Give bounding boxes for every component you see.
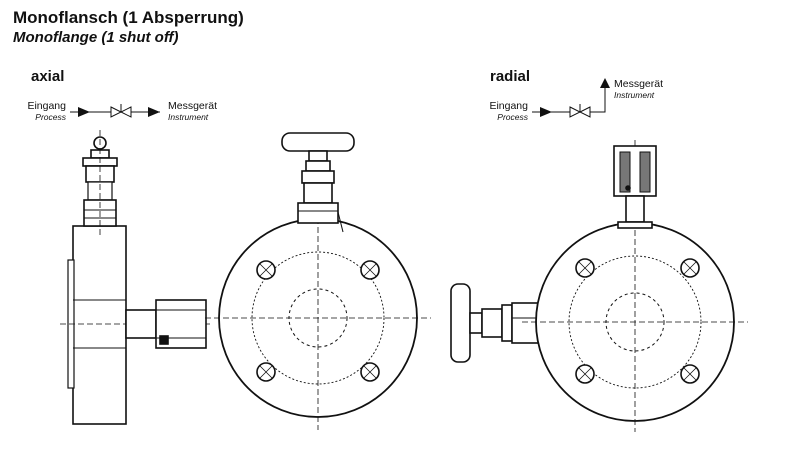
flow-arrow — [78, 107, 90, 117]
needle-valve — [281, 132, 355, 233]
gate-valve-symbol — [110, 104, 132, 118]
radial-front-view — [522, 140, 748, 432]
bolt-hole — [575, 258, 595, 278]
bolt-hole — [360, 362, 380, 382]
page-title: Monoflansch (1 Absperrung) — [13, 8, 244, 27]
flow-arrow — [600, 78, 610, 88]
axial-side-view — [60, 130, 210, 425]
bolt-hole — [256, 362, 276, 382]
axial-front-view — [205, 132, 431, 430]
axial-heading: axial — [31, 68, 65, 85]
bolt-hole — [575, 364, 595, 384]
flow-arrow — [148, 107, 160, 117]
radial-side-view — [450, 283, 551, 363]
gate-valve-symbol — [569, 104, 591, 118]
bolt-hole — [360, 260, 380, 280]
radial-heading: radial — [490, 68, 531, 85]
bolt-hole — [680, 258, 700, 278]
outlet-fitting — [613, 145, 657, 229]
bolt-hole — [256, 260, 276, 280]
flow-arrow — [540, 107, 552, 117]
bolt-hole — [680, 364, 700, 384]
axial-schematic — [70, 104, 160, 118]
handwheel — [450, 283, 471, 363]
page-subtitle: Monoflange (1 shut off) — [13, 29, 179, 46]
radial-schematic — [532, 78, 610, 118]
handwheel — [281, 132, 355, 152]
